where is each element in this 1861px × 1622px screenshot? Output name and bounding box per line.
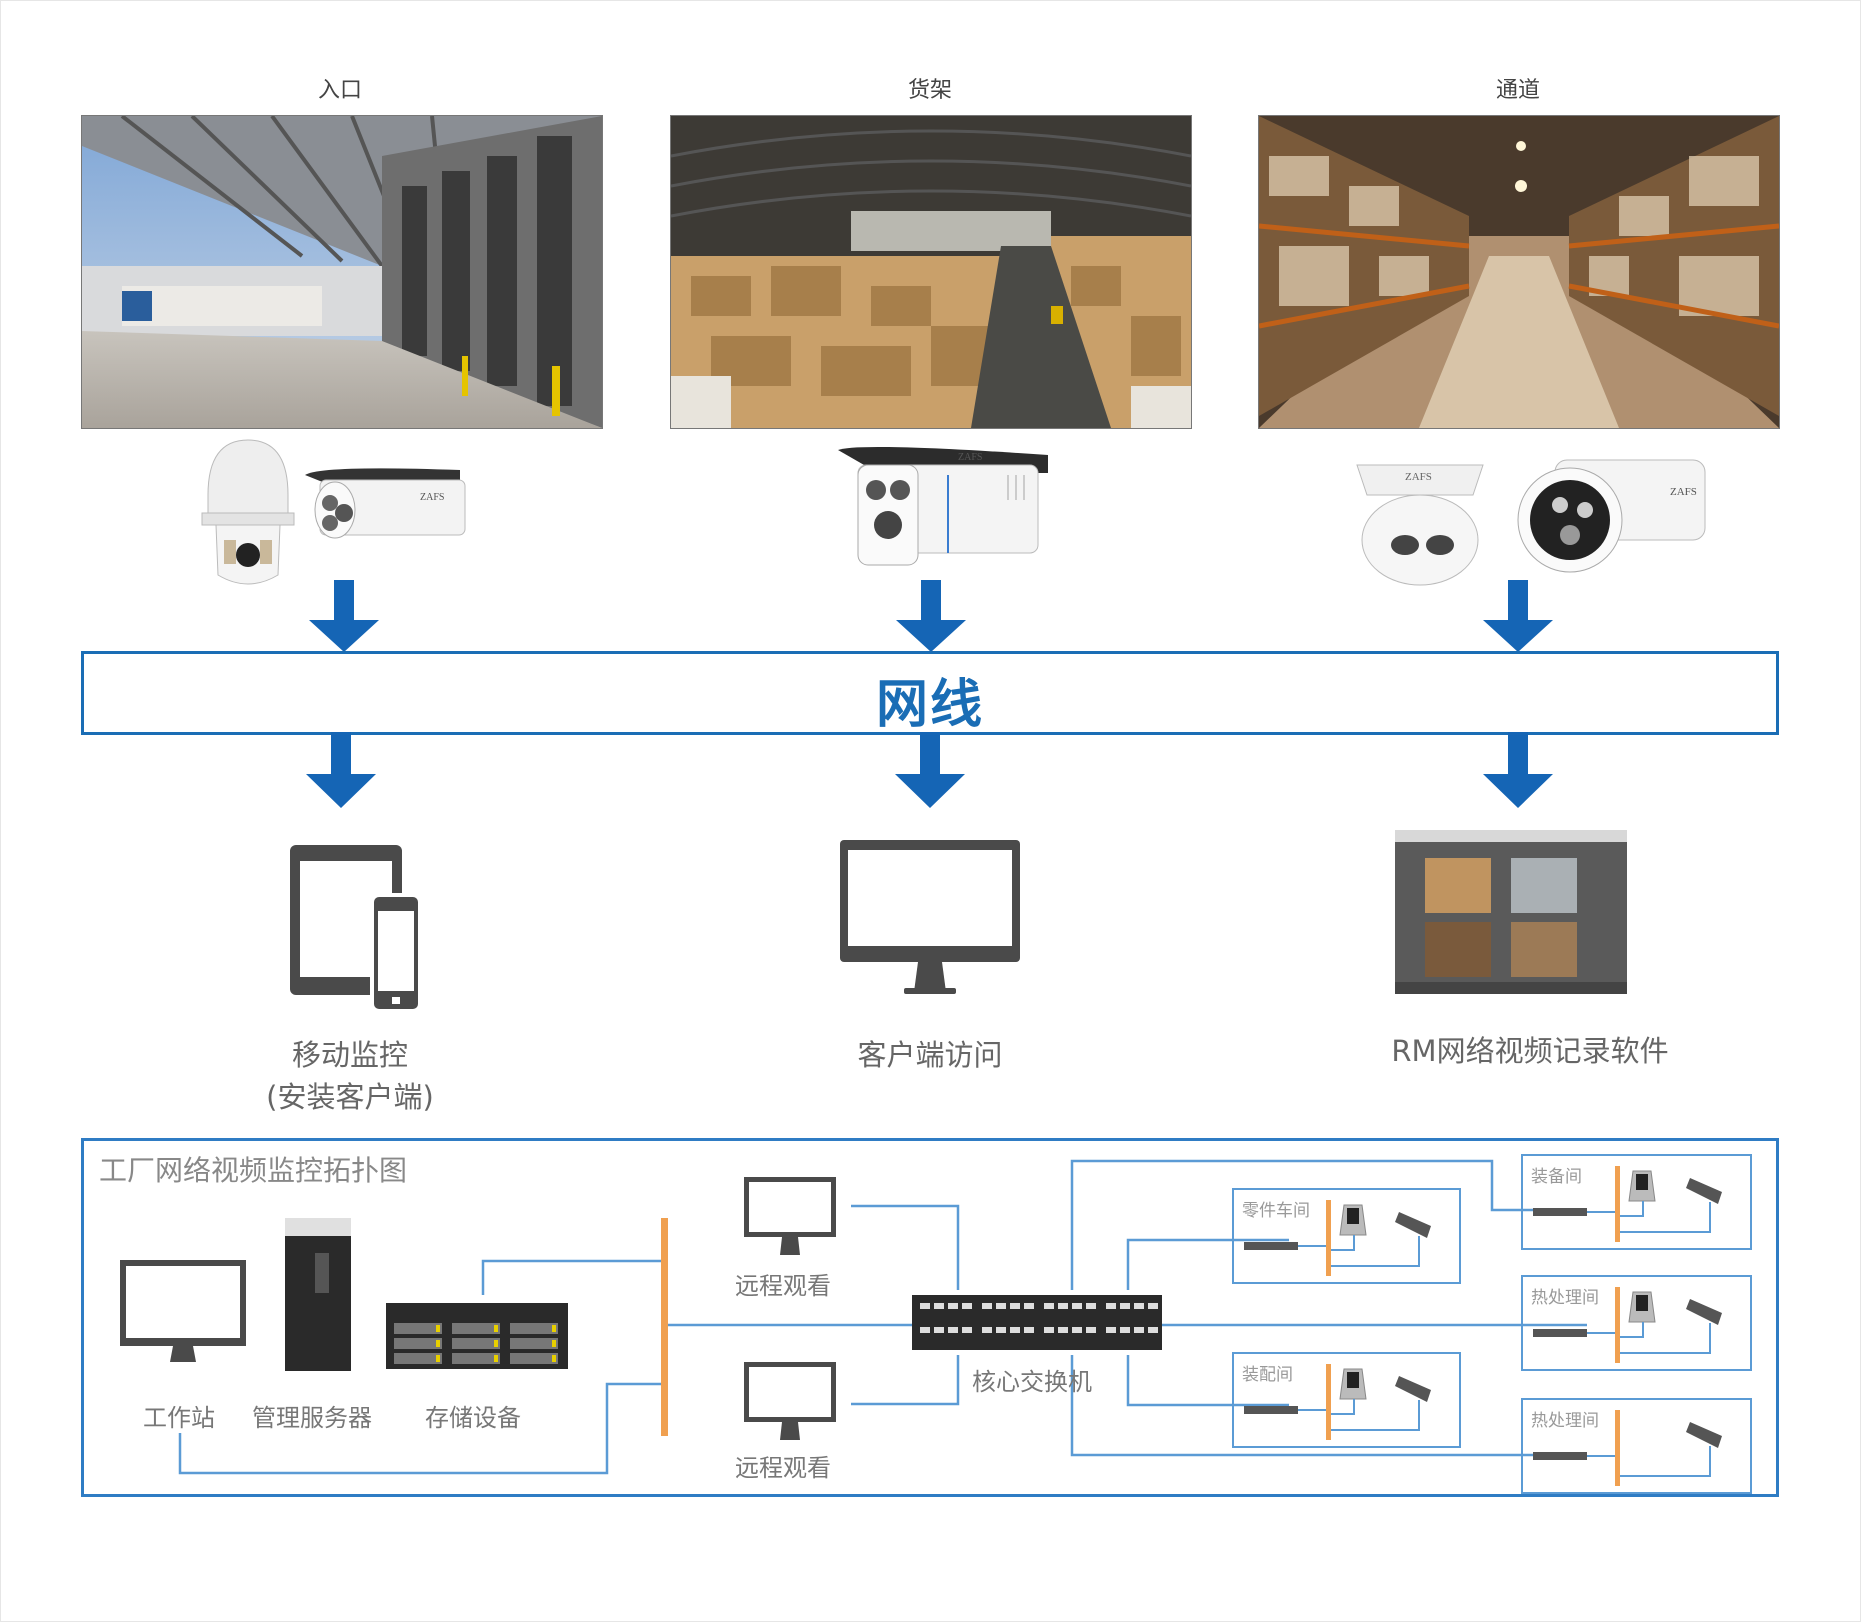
room-switch-icon	[1244, 1406, 1298, 1414]
camera-group-entrance: ZAFS	[201, 439, 466, 585]
room-bus-bar	[1615, 1166, 1620, 1242]
photo-loading-dock	[81, 115, 603, 429]
client-label-mobile-line1: 移动监控	[291, 1038, 408, 1072]
room-equipment	[1533, 1287, 1722, 1363]
svg-text:ZAFS: ZAFS	[1405, 471, 1432, 483]
label-management-server: 管理服务器	[252, 1404, 372, 1432]
box-camera-icon	[1686, 1422, 1722, 1448]
room-equipment	[1244, 1200, 1431, 1276]
bullet-camera-icon: ZAFS	[838, 446, 1048, 566]
room-equipment	[1533, 1410, 1722, 1486]
client-label-desktop: 客户端访问	[857, 1038, 1003, 1072]
box-camera-icon	[1395, 1212, 1431, 1238]
label-remote-view-1: 远程观看	[735, 1272, 831, 1300]
client-label-mobile-line2: (安装客户端)	[266, 1080, 434, 1114]
box-camera-icon	[1686, 1178, 1722, 1204]
topology-diagram: 工厂网络视频监控拓扑图	[81, 1138, 1779, 1497]
server-tower-icon	[285, 1218, 351, 1371]
zone-label-aisle: 通道	[1495, 78, 1540, 103]
room-label: 装配间	[1242, 1365, 1293, 1385]
label-remote-view-2: 远程观看	[735, 1454, 831, 1482]
topology-title: 工厂网络视频监控拓扑图	[99, 1154, 408, 1187]
bullet-camera-icon: ZAFS	[1517, 459, 1706, 573]
room-label: 热处理间	[1531, 1288, 1599, 1308]
network-cable-label: 网线	[875, 675, 984, 735]
dome-camera-icon: ZAFS	[1356, 464, 1484, 586]
core-switch-icon	[912, 1295, 1162, 1350]
client-label-nvr-software: RM网络视频记录软件	[1391, 1034, 1669, 1068]
room-bus-bar	[1615, 1287, 1620, 1363]
room-switch-icon	[1244, 1242, 1298, 1250]
tablet-phone-icon	[290, 845, 422, 1013]
room-label: 热处理间	[1531, 1411, 1599, 1431]
room-box: 装配间	[1232, 1352, 1461, 1448]
camera-group-aisle: ZAFS ZAFS	[1356, 459, 1706, 586]
photo-warehouse-stacks	[670, 115, 1192, 429]
room-label: 装备间	[1531, 1167, 1582, 1187]
zone-label-entrance: 入口	[317, 78, 362, 103]
network-cable-band: 网线	[81, 651, 1779, 735]
room-equipment	[1533, 1166, 1722, 1242]
ptz-dome-camera-icon	[201, 439, 295, 585]
room-bus-bar	[1326, 1364, 1331, 1440]
box-camera-icon	[1686, 1299, 1722, 1325]
room-switch-icon	[1533, 1329, 1587, 1337]
room-box: 零件车间	[1232, 1188, 1461, 1284]
bullet-camera-icon: ZAFS	[305, 468, 466, 539]
workstation-monitor-icon	[120, 1260, 246, 1362]
room-box: 热处理间	[1521, 1275, 1752, 1371]
client-label-mobile: 移动监控 (安装客户端)	[230, 1034, 470, 1118]
bus-bar	[661, 1218, 668, 1436]
storage-array-icon	[386, 1303, 568, 1369]
photo-warehouse-aisle	[1258, 115, 1780, 429]
box-camera-icon	[1395, 1376, 1431, 1402]
remote-view-monitor-icon	[744, 1362, 836, 1440]
svg-text:ZAFS: ZAFS	[958, 452, 982, 463]
room-switch-icon	[1533, 1208, 1587, 1216]
svg-text:ZAFS: ZAFS	[420, 492, 444, 503]
arrow-down-icon	[1483, 580, 1553, 652]
arrow-down-icon	[306, 732, 376, 808]
monitor-icon	[840, 840, 1020, 994]
room-box: 装备间	[1521, 1154, 1752, 1250]
zone-label-shelves: 货架	[907, 78, 952, 103]
arrow-down-icon	[1483, 732, 1553, 808]
room-bus-bar	[1326, 1200, 1331, 1276]
arrow-down-icon	[896, 580, 966, 652]
nvr-software-icon	[1395, 830, 1627, 994]
room-equipment	[1244, 1364, 1431, 1440]
room-switch-icon	[1533, 1452, 1587, 1460]
camera-group-shelves: ZAFS	[838, 446, 1048, 566]
label-core-switch: 核心交换机	[972, 1368, 1092, 1396]
room-box: 热处理间	[1521, 1398, 1752, 1494]
remote-view-monitor-icon	[744, 1177, 836, 1255]
label-storage: 存储设备	[425, 1404, 521, 1432]
room-bus-bar	[1615, 1410, 1620, 1486]
room-label: 零件车间	[1242, 1201, 1310, 1221]
svg-text:ZAFS: ZAFS	[1670, 486, 1697, 498]
label-workstation: 工作站	[143, 1404, 215, 1432]
arrow-down-icon	[895, 732, 965, 808]
arrow-down-icon	[309, 580, 379, 652]
